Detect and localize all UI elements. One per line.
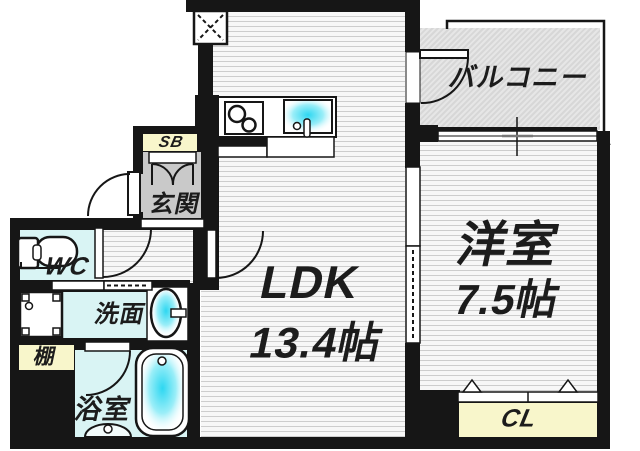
bathroom-label: 浴室: [71, 394, 135, 425]
shoe-box-doors: [148, 151, 197, 186]
bedroom-window: [437, 117, 598, 156]
shelf-label: 棚: [31, 345, 59, 369]
shelf-box: [18, 344, 75, 371]
wall-outer-left: [10, 218, 20, 449]
balcony-floor: [420, 28, 600, 130]
wall-top: [186, 0, 420, 12]
balcony-door: [405, 49, 469, 105]
bedroom-size-label: 7.5帖: [449, 276, 565, 323]
wall-ldk-right-a: [405, 0, 420, 52]
room-ldk-floor: [201, 12, 405, 437]
wall-balcony-bottom: [420, 127, 597, 133]
wall-entrance-left-a: [133, 132, 143, 174]
bathroom-door: [84, 341, 131, 396]
front-door: [87, 171, 141, 217]
kitchen-sink-icon: [283, 99, 333, 138]
wall-outer-bottom: [10, 437, 610, 449]
shoe-box-label: SB: [157, 134, 186, 151]
wall-ldk-right-c: [405, 343, 420, 440]
wc-door: [94, 227, 152, 279]
range-hood-icon: [192, 9, 229, 46]
vanity-sink-icon: [146, 286, 189, 342]
ldk-bedroom-sliding-door: [405, 166, 421, 344]
wc-label: WC: [42, 252, 92, 281]
closet-doors: [457, 378, 599, 403]
wall-entrance-top: [133, 126, 205, 135]
wall-shaft: [10, 369, 75, 449]
washing-machine-pan-icon: [18, 290, 64, 339]
entrance-step: [140, 218, 205, 229]
room-bedroom-floor: [420, 141, 597, 392]
balcony-railing: [445, 19, 611, 146]
closet-label: CL: [498, 404, 540, 433]
wall-outer-right: [597, 131, 610, 449]
bathtub-icon: [134, 346, 191, 438]
ldk-size-label: 13.4帖: [245, 319, 388, 368]
balcony-label: バルコニー: [446, 62, 593, 93]
ldk-door: [206, 229, 264, 279]
ldk-label: LDK: [255, 256, 365, 308]
washroom-label: 洗面: [92, 301, 148, 328]
bedroom-label: 洋室: [452, 218, 564, 273]
wall-ldk-right-b: [405, 103, 420, 168]
wall-closet-left: [420, 390, 460, 438]
closet-box: [458, 402, 598, 438]
wall-genkan-ldk: [201, 128, 219, 230]
toilet-icon: [16, 235, 79, 270]
entrance-label: 玄関: [147, 191, 203, 218]
gas-stove-icon: [224, 101, 264, 135]
washroom-sliding-door: [51, 280, 153, 291]
hallway-floor: [95, 227, 203, 283]
bath-drain-icon: [83, 423, 133, 438]
wall-kitchen-side: [195, 95, 219, 130]
